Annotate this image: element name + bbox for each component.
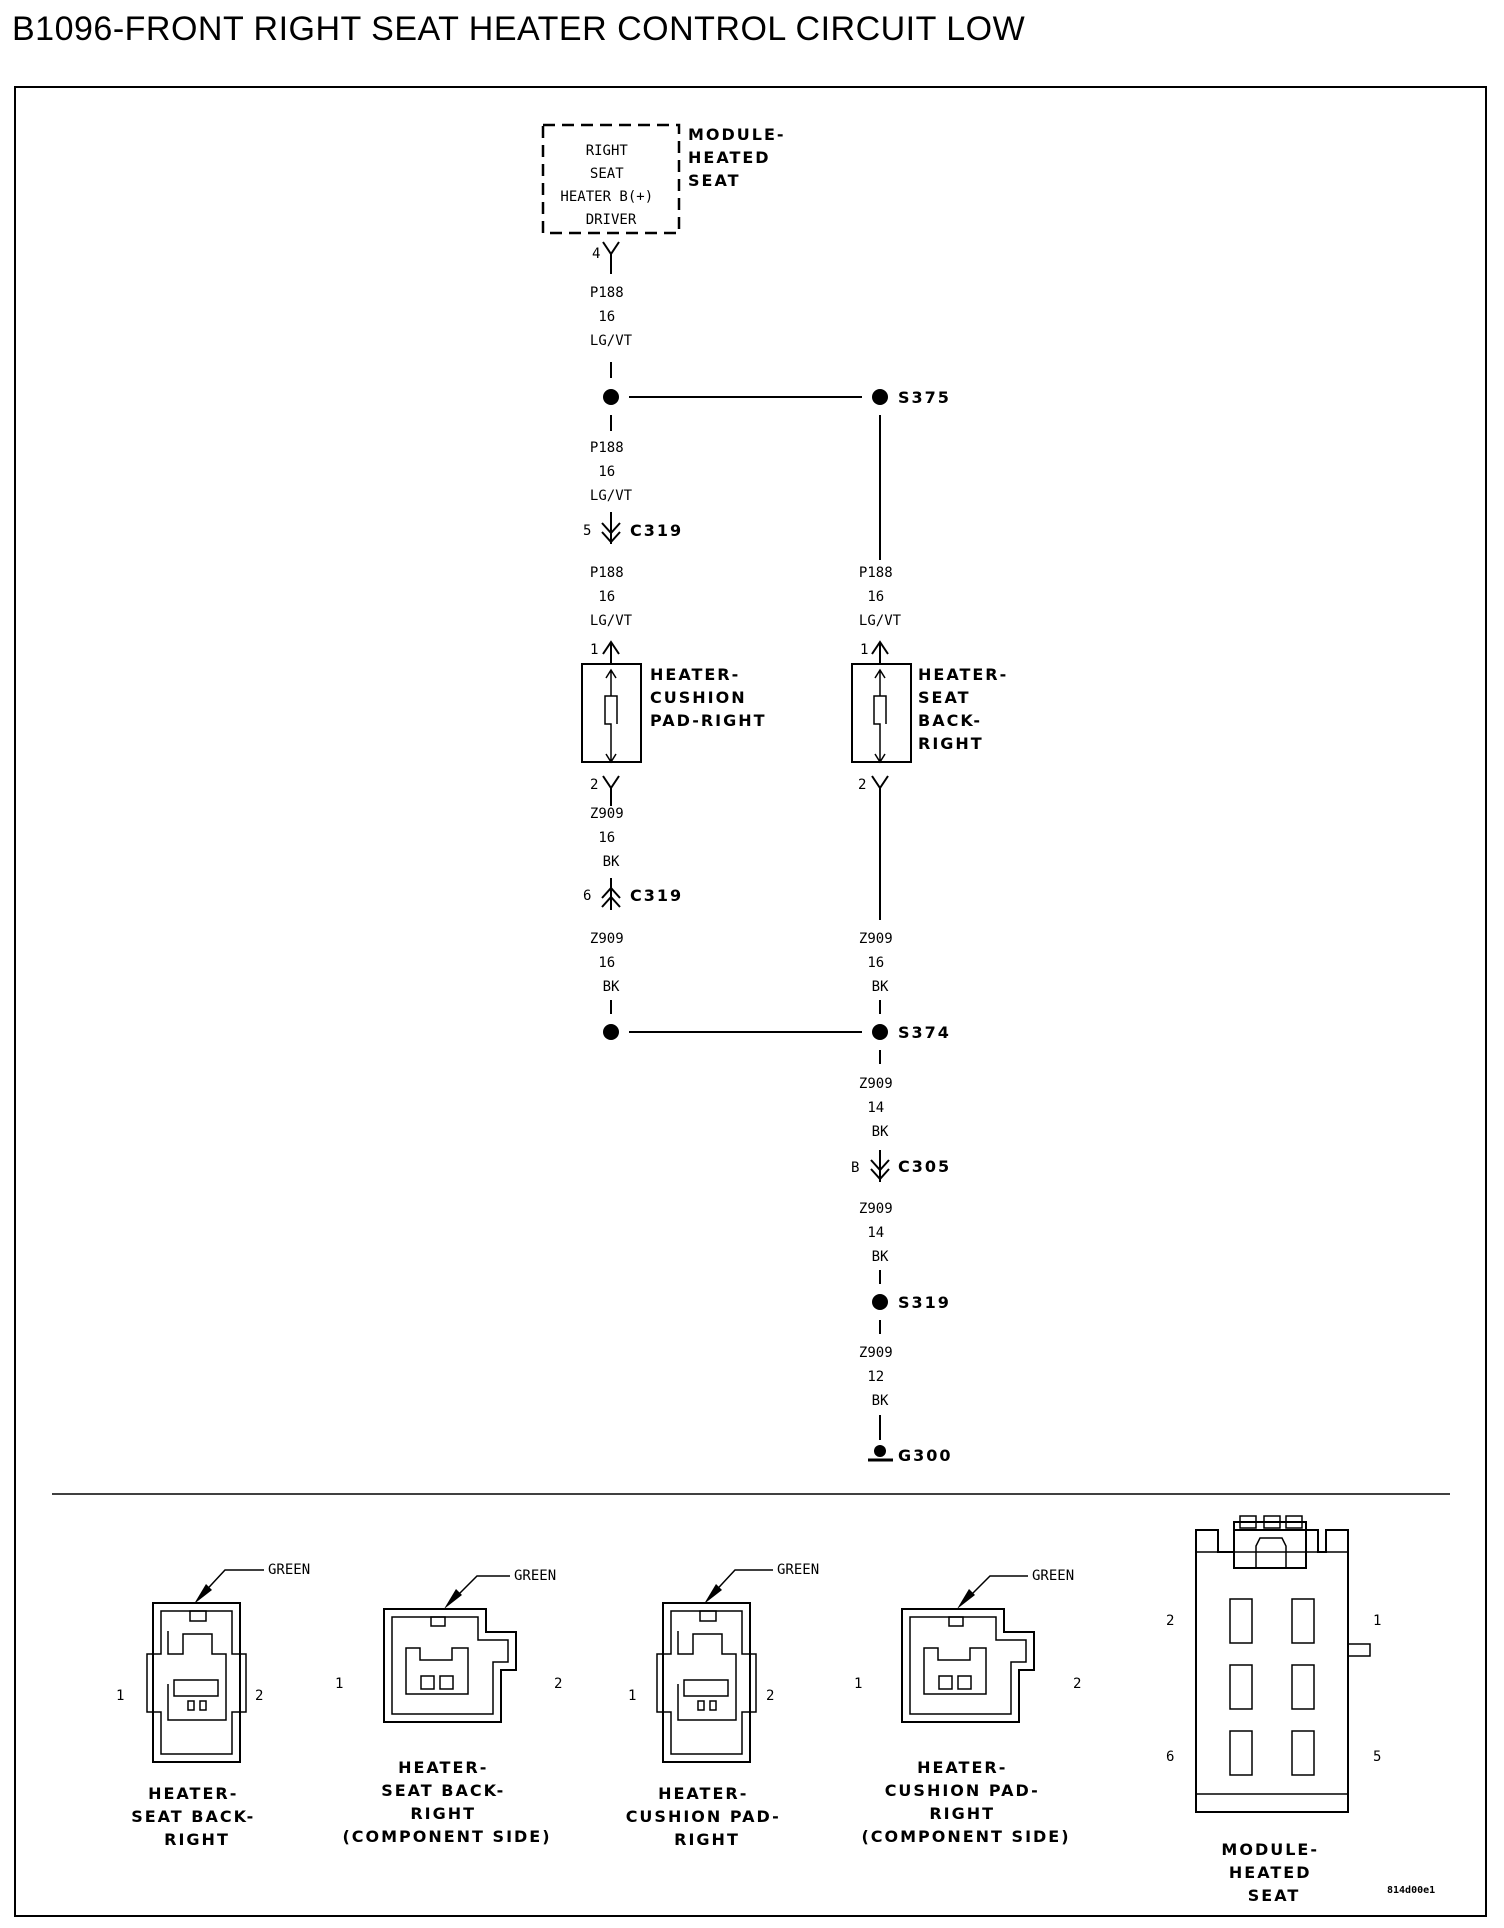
svg-text:1: 1 — [116, 1688, 124, 1704]
heated-seat-module: RIGHT SEAT HEATER B(+) DRIVER MODULE- HE… — [541, 123, 793, 235]
connector-view-seat-back: GREEN 1 2 HEATER- SEAT BACK- RIGHT — [116, 1562, 310, 1849]
diagram-frame — [14, 86, 1487, 1917]
c319-bottom-label: C319 — [630, 886, 683, 905]
c319-connector-bottom-symbol — [601, 878, 621, 910]
svg-text:GREEN: GREEN — [1032, 1568, 1074, 1584]
heater-seat-back: 1 HEATER- SEAT BACK- RIGHT 2 — [851, 640, 1016, 920]
connector-view-module: 2 1 6 5 MODULE- HEATED SEAT — [1166, 1515, 1381, 1905]
wire-label-p188-a: P188 16 LG/VT — [590, 285, 633, 349]
connector-view-seat-back-component: GREEN 1 2 HEATER- SEAT BACK- RIGHT (COMP… — [335, 1568, 562, 1846]
wire-label-p188-d: P188 16 LG/VT — [859, 565, 902, 629]
svg-text:GREEN: GREEN — [514, 1568, 556, 1584]
ground-g300: G300 — [868, 1445, 953, 1465]
svg-text:HEATER- CUSHION PAD-: HEATER- CUSHION PAD- RIGHT (COMPONENT SI… — [861, 1758, 1070, 1846]
splice-s375-label: S375 — [898, 388, 951, 407]
svg-text:1: 1 — [335, 1676, 343, 1692]
heater-back-label: HEATER- SEAT BACK- RIGHT — [918, 665, 1016, 753]
splice-s374-label: S374 — [898, 1023, 951, 1042]
heater-cushion-pin-1: 1 — [590, 642, 598, 658]
heater-cushion-pad: 1 HEATER- CUSHION PAD-RIGHT 2 — [581, 640, 767, 806]
c305-connector-symbol — [870, 1150, 890, 1182]
ground-label: G300 — [898, 1446, 953, 1465]
module-pin-4-terminal — [602, 241, 620, 274]
splice-dot-left-bottom — [603, 1024, 619, 1040]
splice-dot-left-top — [603, 389, 619, 405]
svg-text:HEATER- CUSHION PAD-: HEATER- CUSHION PAD- RIGHT — [626, 1784, 789, 1849]
page-title: B1096-FRONT RIGHT SEAT HEATER CONTROL CI… — [12, 10, 1026, 48]
svg-text:1: 1 — [1373, 1613, 1381, 1629]
c319-pin-5: 5 — [583, 523, 591, 539]
wire-label-z909-12: Z909 12 BK — [859, 1345, 901, 1409]
c319-pin-6: 6 — [583, 888, 591, 904]
svg-text:MODULE- HEATED SEA: MODULE- HEATED SEAT — [1221, 1840, 1326, 1905]
wire-label-z909-16-a: Z909 16 BK — [590, 806, 632, 870]
splice-s375-dot — [872, 389, 888, 405]
svg-text:2: 2 — [1073, 1676, 1081, 1692]
wire-label-p188-c: P188 16 LG/VT — [590, 565, 633, 629]
c319-connector-top-symbol — [601, 512, 621, 544]
wire-label-z909-16-c: Z909 16 BK — [859, 931, 901, 995]
wire-label-z909-14-b: Z909 14 BK — [859, 1201, 901, 1265]
svg-text:2: 2 — [554, 1676, 562, 1692]
svg-text:1: 1 — [628, 1688, 636, 1704]
splice-s319-label: S319 — [898, 1293, 951, 1312]
svg-text:HEATER- SEAT BACK-: HEATER- SEAT BACK- RIGHT (COMPONENT SIDE… — [342, 1758, 551, 1846]
module-pin-4: 4 — [592, 246, 600, 262]
wire-label-z909-16-b: Z909 16 BK — [590, 931, 632, 995]
splice-s374-dot — [872, 1024, 888, 1040]
heater-cushion-label: HEATER- CUSHION PAD-RIGHT — [650, 665, 767, 730]
c305-pin-b: B — [851, 1160, 859, 1176]
svg-text:GREEN: GREEN — [777, 1562, 819, 1578]
svg-text:5: 5 — [1373, 1749, 1381, 1765]
wire-label-p188-b: P188 16 LG/VT — [590, 440, 633, 504]
module-name-label: MODULE- HEATED SEAT — [688, 125, 793, 190]
heater-cushion-pin-2: 2 — [590, 777, 598, 793]
connector-view-cushion-pad-component: GREEN 1 2 HEATER- CUSHION PAD- RIGHT (CO… — [854, 1568, 1081, 1846]
heater-back-pin-2: 2 — [858, 777, 866, 793]
svg-text:2: 2 — [766, 1688, 774, 1704]
c305-label: C305 — [898, 1157, 951, 1176]
splice-s319-dot — [872, 1294, 888, 1310]
svg-text:6: 6 — [1166, 1749, 1174, 1765]
svg-text:2: 2 — [255, 1688, 263, 1704]
svg-text:HEATER- SEAT BACK-: HEATER- SEAT BACK- RIGHT — [131, 1784, 263, 1849]
svg-text:1: 1 — [854, 1676, 862, 1692]
module-driver-label: RIGHT SEAT HEATER B(+) DRIVER — [560, 143, 661, 228]
wire-label-z909-14-a: Z909 14 BK — [859, 1076, 901, 1140]
figure-id: 814d00e1 — [1387, 1885, 1435, 1896]
svg-text:2: 2 — [1166, 1613, 1174, 1629]
svg-text:GREEN: GREEN — [268, 1562, 310, 1578]
c319-top-label: C319 — [630, 521, 683, 540]
connector-view-cushion-pad: GREEN 1 2 HEATER- CUSHION PAD- RIGHT — [626, 1562, 819, 1849]
heater-back-pin-1: 1 — [860, 642, 868, 658]
